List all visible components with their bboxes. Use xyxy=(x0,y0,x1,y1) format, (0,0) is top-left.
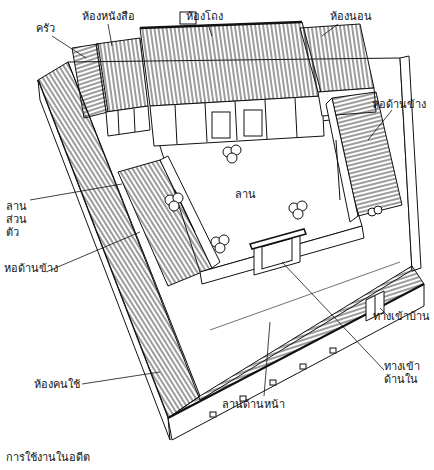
entrance-label: ทางเข้าบ้าน xyxy=(373,310,430,323)
courtyard-label: ลาน ส่วนตัว xyxy=(6,200,36,240)
courtyard-label: ลานด้านหน้า xyxy=(222,398,285,411)
courtyard-label: ลาน xyxy=(233,188,258,201)
room-label: ห้องโถง xyxy=(186,10,223,23)
room-label: ครัว xyxy=(36,22,55,35)
room-label: ห้องคนใช้ xyxy=(34,378,80,391)
wing-label: หอด้านข้าง xyxy=(4,262,58,275)
gate-label: ทางเข้า ด้านใน xyxy=(384,360,430,386)
wing-label: หอด้านข้าง xyxy=(372,98,426,111)
room-label: ห้องนอน xyxy=(330,10,372,23)
room-label: ห้องหนังสือ xyxy=(82,10,135,23)
caption: การใช้งานในอดีต xyxy=(6,448,90,466)
leader-lines xyxy=(30,24,392,396)
